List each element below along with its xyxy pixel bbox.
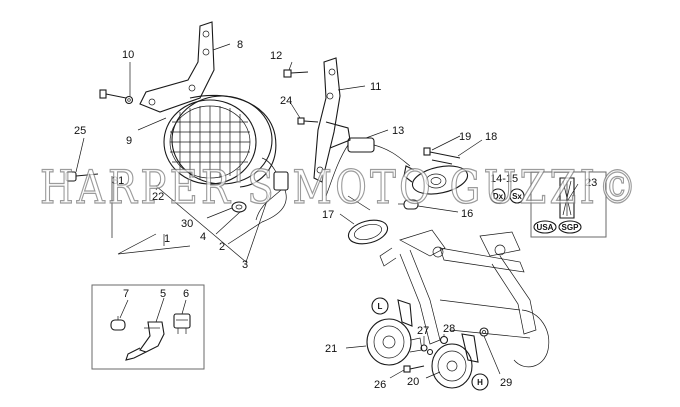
callout-29: 29 (500, 377, 512, 389)
callout-22: 22 (152, 191, 164, 203)
flasher-relay (325, 137, 411, 197)
badge-usa: USA (533, 220, 557, 234)
callout-10: 10 (122, 49, 134, 61)
bolt-12 (283, 69, 309, 78)
bolt-10 (99, 89, 134, 105)
callout-23: 23 (585, 177, 597, 189)
screw-18 (423, 147, 461, 159)
callout-27: 27 (417, 325, 429, 337)
callout-1: 1 (164, 233, 170, 245)
callout-20: 20 (407, 376, 419, 388)
callout-labels: 1 2 3 4 5 6 7 8 9 10 11 12 13 14-15 16 1… (74, 39, 597, 391)
bulb-inset (91, 284, 205, 370)
bolt-25 (65, 171, 99, 182)
callout-18: 18 (485, 131, 497, 143)
callout-16: 16 (461, 208, 473, 220)
callout-2: 2 (219, 241, 225, 253)
lens-17 (347, 195, 389, 245)
turn-signal-bracket (313, 57, 351, 183)
bulb-7 (110, 316, 126, 331)
callout-3: 3 (242, 259, 248, 271)
callout-6: 6 (183, 288, 189, 300)
callout-12: 12 (270, 50, 282, 62)
callout-19: 19 (459, 131, 471, 143)
svg-text:L: L (378, 302, 383, 311)
svg-text:Dx: Dx (493, 192, 504, 201)
callout-8: 8 (237, 39, 243, 51)
callout-26: 26 (374, 379, 386, 391)
callout-13: 13 (392, 125, 404, 137)
motorcycle-frame (379, 229, 550, 368)
headlight-assembly (163, 94, 277, 188)
callout-11: 11 (370, 81, 381, 93)
leader-lines (75, 43, 579, 379)
callout-17: 17 (322, 209, 334, 221)
callout-31: 31 (112, 175, 124, 187)
turn-signal-lamp (403, 165, 469, 195)
grommet-30 (231, 201, 247, 213)
callout-25: 25 (74, 125, 86, 137)
badge-sx: Sx (509, 188, 525, 204)
badge-dx: Dx (490, 188, 506, 204)
callout-21: 21 (325, 343, 337, 355)
turn-signal-bulb (398, 199, 419, 210)
lens-grid (170, 106, 250, 179)
svg-text:SGP: SGP (562, 223, 580, 232)
callout-5: 5 (160, 288, 166, 300)
headlight-bracket (139, 21, 215, 113)
halogen-bulb-5 (125, 321, 165, 361)
callout-24: 24 (280, 95, 292, 107)
svg-text:H: H (477, 378, 483, 387)
bolt-24 (297, 117, 319, 125)
badge-sgp: SGP (558, 220, 582, 234)
svg-text:USA: USA (537, 223, 554, 232)
badge-right: H (471, 373, 489, 391)
callout-14-15: 14-15 (490, 173, 518, 185)
badge-left: L (371, 297, 389, 315)
callout-7: 7 (123, 288, 129, 300)
reflector-inset: USA SGP (530, 171, 607, 238)
callout-9: 9 (126, 135, 132, 147)
screw-19 (431, 159, 453, 165)
callout-4: 4 (200, 231, 206, 243)
watermark: HARPER'S MOTO GUZZI© (40, 160, 640, 214)
svg-text:Sx: Sx (512, 192, 522, 201)
horn-21-left (366, 299, 423, 366)
callout-30: 30 (181, 218, 193, 230)
callout-28: 28 (443, 323, 455, 335)
horn-20-right (431, 333, 479, 389)
bulb-holder-6 (173, 313, 191, 334)
